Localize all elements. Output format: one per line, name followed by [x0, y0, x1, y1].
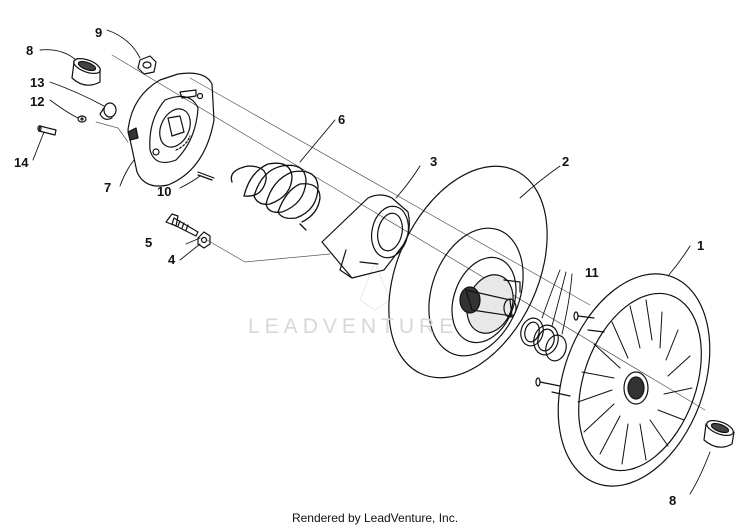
callout-12: 12 [30, 94, 44, 109]
callout-13: 13 [30, 75, 44, 90]
part-1-fixed-sheave [535, 273, 711, 487]
part-13-roller [99, 102, 117, 120]
leader-lines [32, 29, 711, 495]
part-14-pin [37, 125, 57, 136]
callout-8-top: 8 [26, 43, 33, 58]
callout-8-bottom: 8 [669, 493, 676, 508]
callout-3: 3 [430, 154, 437, 169]
part-12-washer [77, 115, 87, 123]
callout-11: 11 [585, 265, 599, 280]
callout-9: 9 [95, 25, 102, 40]
part-6-spring [230, 162, 321, 231]
watermark-text: LEADVENTURE [248, 315, 458, 338]
part-2-movable-sheave [388, 165, 548, 379]
part-8-bushing-bottom [703, 420, 735, 448]
callout-2: 2 [562, 154, 569, 169]
watermark-logo [359, 261, 391, 311]
rendered-by-credit: Rendered by LeadVenture, Inc. [291, 511, 459, 525]
part-11-spacers [520, 317, 567, 362]
part-4-nut [197, 231, 211, 249]
callout-5: 5 [145, 235, 152, 250]
callout-6: 6 [338, 112, 345, 127]
alignment-lines [95, 54, 706, 411]
callout-14: 14 [14, 155, 29, 170]
part-7-spider [127, 72, 215, 187]
part-8-bushing-top [71, 58, 101, 86]
part-3-cam [321, 194, 410, 279]
part-9-nut [137, 55, 157, 75]
callout-4: 4 [168, 252, 176, 267]
callout-1: 1 [697, 238, 704, 253]
part-5-bolt [165, 213, 199, 237]
callout-10: 10 [157, 184, 171, 199]
callout-7: 7 [104, 180, 111, 195]
